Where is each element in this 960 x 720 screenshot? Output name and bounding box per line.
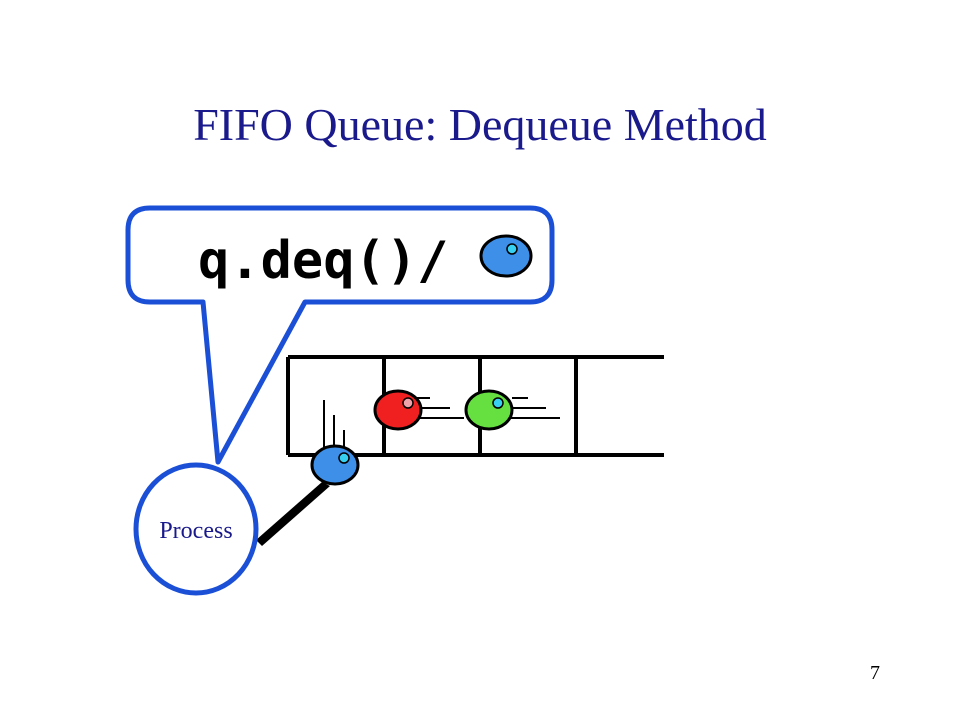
dequeued-blue-item-ball-icon <box>310 444 360 486</box>
process-label: Process <box>159 518 232 544</box>
green-item-ball-icon <box>464 389 514 431</box>
slide-title: FIFO Queue: Dequeue Method <box>193 99 767 150</box>
process-node: Process <box>133 462 259 596</box>
red-item-ball-icon <box>373 389 423 431</box>
callout-code-text: q.deq()/ <box>198 231 448 291</box>
motion-lines <box>323 397 560 448</box>
page-number: 7 <box>870 662 880 684</box>
speech-bubble: q.deq()/ <box>125 205 555 465</box>
blue-item-ball-icon <box>479 234 533 278</box>
process-arm <box>256 482 330 546</box>
